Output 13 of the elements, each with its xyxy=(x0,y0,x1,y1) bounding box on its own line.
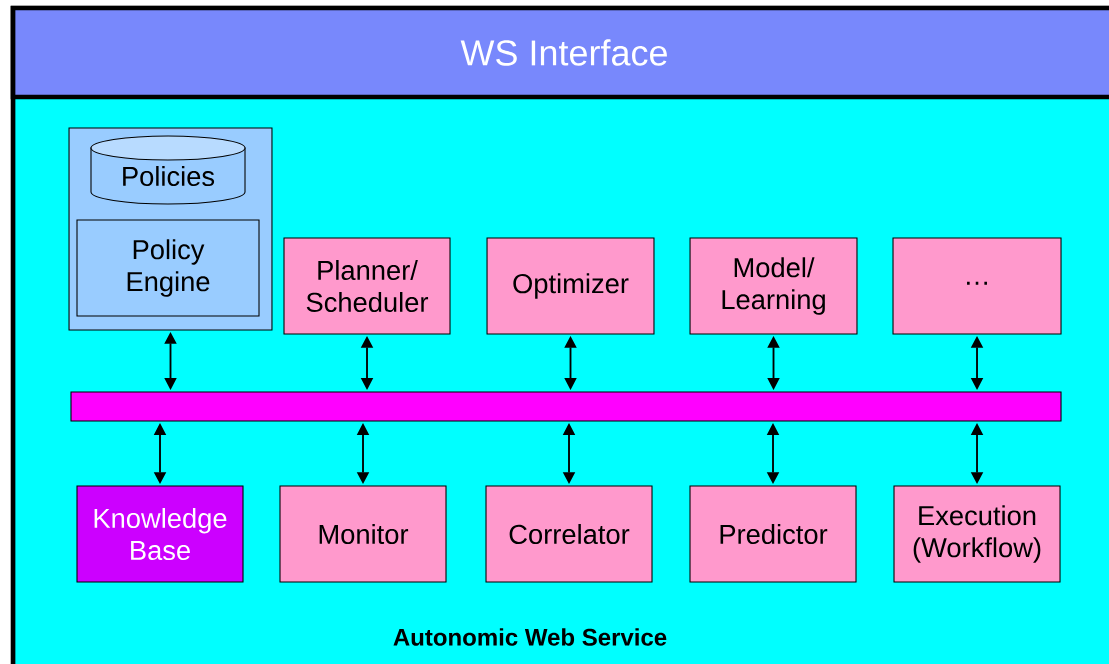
bus-bar xyxy=(70,391,1062,422)
component-box: … xyxy=(892,237,1062,335)
component-box: Execution (Workflow) xyxy=(893,485,1061,583)
knowledge-box: Knowledge Base xyxy=(76,485,244,583)
component-box: Correlator xyxy=(485,485,653,583)
component-box: Monitor xyxy=(279,485,447,583)
component-box: Predictor xyxy=(689,485,857,583)
policy-cylinder: Policies xyxy=(90,135,246,205)
interface-band: WS Interface xyxy=(10,5,1109,100)
component-box: Planner/ Scheduler xyxy=(283,237,451,335)
component-box: Model/ Learning xyxy=(689,237,858,335)
component-box: Optimizer xyxy=(486,237,655,335)
engine-box: Policy Engine xyxy=(76,219,260,317)
